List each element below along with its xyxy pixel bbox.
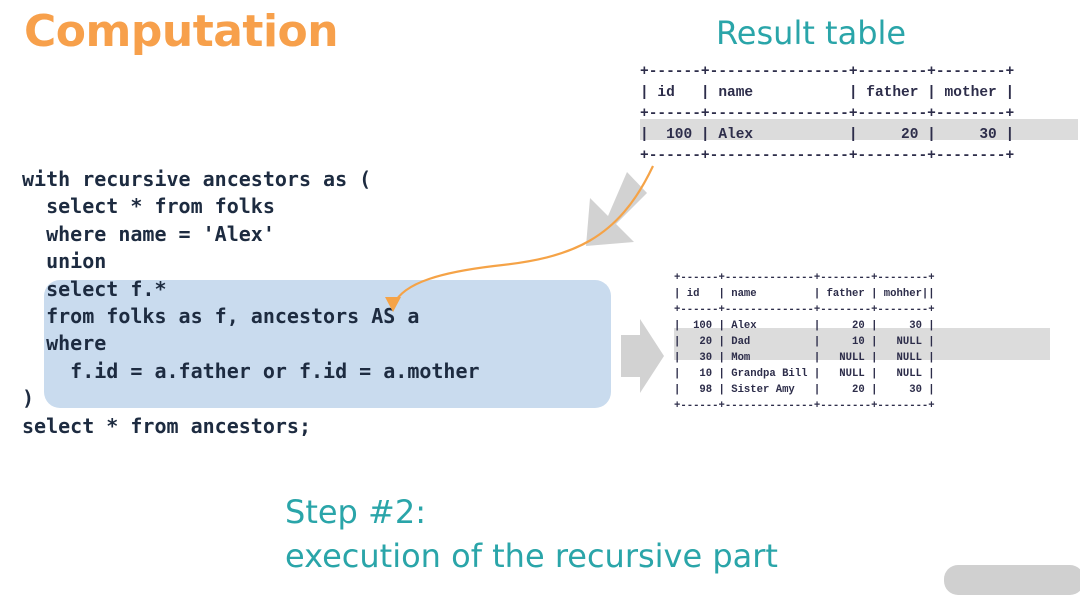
code-line: select * from ancestors; [22, 413, 311, 438]
gray-right-arrow-icon [621, 319, 664, 393]
table-row: | 20 | Dad | 10 | NULL | [674, 336, 935, 348]
slide-title: Computation [24, 6, 339, 57]
code-line: where name = 'Alex' [22, 221, 275, 246]
code-line: select * from folks [22, 194, 275, 219]
code-line: union [22, 249, 107, 274]
result-row-highlight [640, 119, 1078, 140]
code-line: select f.* [22, 276, 167, 301]
table-border-line: +------+----------------+--------+------… [640, 106, 1015, 122]
step-caption: Step #2: execution of the recursive part [285, 490, 778, 578]
table-border-line: +------+----------------+--------+------… [640, 148, 1015, 164]
code-line: ) [22, 386, 35, 411]
step-result-table: +------+--------------+--------+--------… [674, 270, 935, 414]
step-heading: Step #2: [285, 493, 426, 531]
table-header-row: | id | name | father | mother | [640, 85, 1015, 101]
table-header-row: | id | name | father | mohher|| [674, 288, 935, 300]
table-row: | 98 | Sister Amy | 20 | 30 | [674, 384, 935, 396]
code-line: where [22, 331, 107, 356]
table-row: | 10 | Grandpa Bill | NULL | NULL | [674, 368, 935, 380]
sql-code-block: with recursive ancestors as ( select * f… [22, 166, 480, 440]
code-line: from folks as f, ancestors AS a [22, 303, 420, 328]
step-subheading: execution of the recursive part [285, 537, 778, 575]
code-line: with recursive ancestors as ( [22, 167, 372, 191]
table-border-line: +------+--------------+--------+--------… [674, 400, 935, 412]
result-table: +------+----------------+--------+------… [640, 62, 1014, 167]
table-row: | 100 | Alex | 20 | 30 | [640, 127, 1015, 143]
result-table-title: Result table [716, 14, 907, 52]
corner-tab [944, 565, 1080, 595]
table-row: | 30 | Mom | NULL | NULL | [674, 352, 935, 364]
step-rows-highlight [674, 328, 1050, 360]
table-border-line: +------+----------------+--------+------… [640, 64, 1015, 80]
code-line: f.id = a.father or f.id = a.mother [22, 358, 480, 383]
gray-down-arrow-icon [586, 172, 647, 246]
table-border-line: +------+--------------+--------+--------… [674, 304, 935, 316]
table-border-line: +------+--------------+--------+--------… [674, 272, 935, 284]
table-row: | 100 | Alex | 20 | 30 | [674, 320, 935, 332]
